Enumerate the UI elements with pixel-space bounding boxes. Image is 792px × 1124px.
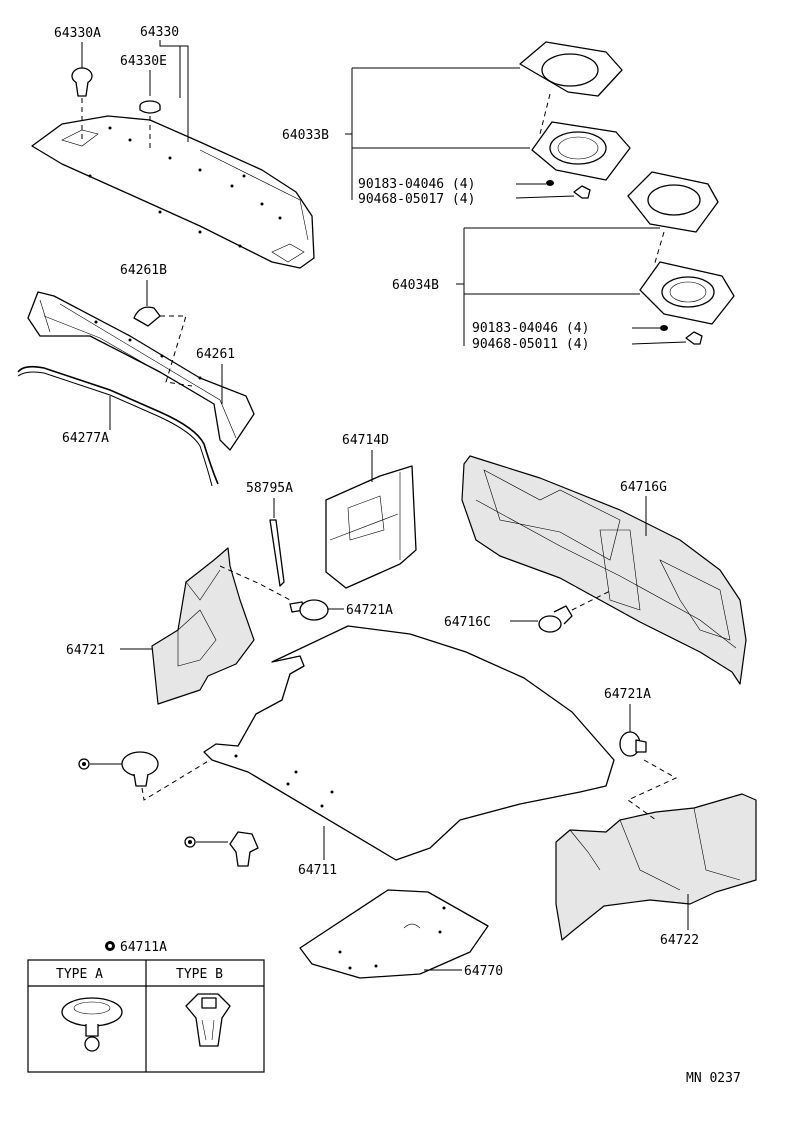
clip-64261B-icon xyxy=(133,306,161,327)
trunk-trim-panel-64716G xyxy=(461,455,747,685)
rear-panel-trim-64261 xyxy=(27,291,255,451)
label-64721A-right: 64721A xyxy=(604,687,651,702)
clip-type-b-icon xyxy=(185,993,231,1047)
label-58795A: 58795A xyxy=(246,481,293,496)
clip-type-a-left-icon xyxy=(121,751,159,787)
plug-64330E-icon xyxy=(139,100,161,114)
speaker-bracket-64034B-inner xyxy=(639,261,735,325)
package-tray-trim-64330 xyxy=(31,115,315,269)
label-64714D: 64714D xyxy=(342,433,389,448)
label-90468-05017: 90468-05017 (4) xyxy=(358,192,475,207)
label-64277A: 64277A xyxy=(62,431,109,446)
clip-64721A-top-icon xyxy=(289,599,329,621)
label-64716G: 64716G xyxy=(620,480,667,495)
clip-64716C-icon xyxy=(538,605,573,633)
speaker-cover-64034B-outer xyxy=(627,171,719,233)
legend-type-b: TYPE B xyxy=(176,967,223,982)
speaker-cover-64033B-outer xyxy=(519,41,623,97)
label-64711A: 64711A xyxy=(120,940,167,955)
label-64034B: 64034B xyxy=(392,278,439,293)
speaker-bracket-64033B-inner xyxy=(531,121,631,181)
side-trim-64722 xyxy=(555,793,757,941)
label-64330E: 64330E xyxy=(120,54,167,69)
nut-lower-icon xyxy=(184,836,196,848)
weatherstrip-64277A xyxy=(17,365,219,487)
label-90468-05011: 90468-05011 (4) xyxy=(472,337,589,352)
mat-64770 xyxy=(299,889,489,979)
label-64033B: 64033B xyxy=(282,128,329,143)
legend-type-a: TYPE A xyxy=(56,967,103,982)
label-64716C: 64716C xyxy=(444,615,491,630)
screw-90183-b-icon xyxy=(660,325,668,331)
clip-type-legend: 64711A TYPE A TYPE B xyxy=(27,940,265,1073)
label-64261: 64261 xyxy=(196,347,235,362)
diagram-code: MN 0237 xyxy=(686,1071,741,1086)
label-64330: 64330 xyxy=(140,25,179,40)
trunk-mat-64711 xyxy=(203,625,615,861)
clip-64721A-right-icon xyxy=(619,731,647,757)
label-64261B: 64261B xyxy=(120,263,167,278)
screw-90183-a-icon xyxy=(546,180,554,186)
nut-90468-a-icon xyxy=(573,185,591,199)
label-64330A: 64330A xyxy=(54,26,101,41)
label-90183-04046-a: 90183-04046 (4) xyxy=(358,177,475,192)
nut-90468-b-icon xyxy=(685,331,703,345)
label-64721A-top: 64721A xyxy=(346,603,393,618)
nut-left-icon xyxy=(78,758,90,770)
side-trim-64721 xyxy=(151,547,255,705)
label-90183-04046-b: 90183-04046 (4) xyxy=(472,321,589,336)
clip-64330A-icon xyxy=(71,67,93,97)
label-64770: 64770 xyxy=(464,964,503,979)
clip-type-a-icon xyxy=(61,997,123,1052)
label-64711: 64711 xyxy=(298,863,337,878)
clip-type-b-lower-icon xyxy=(229,831,259,867)
label-64722: 64722 xyxy=(660,933,699,948)
trim-cover-64714D xyxy=(325,465,417,589)
label-64721: 64721 xyxy=(66,643,105,658)
strip-58795A xyxy=(269,519,285,587)
